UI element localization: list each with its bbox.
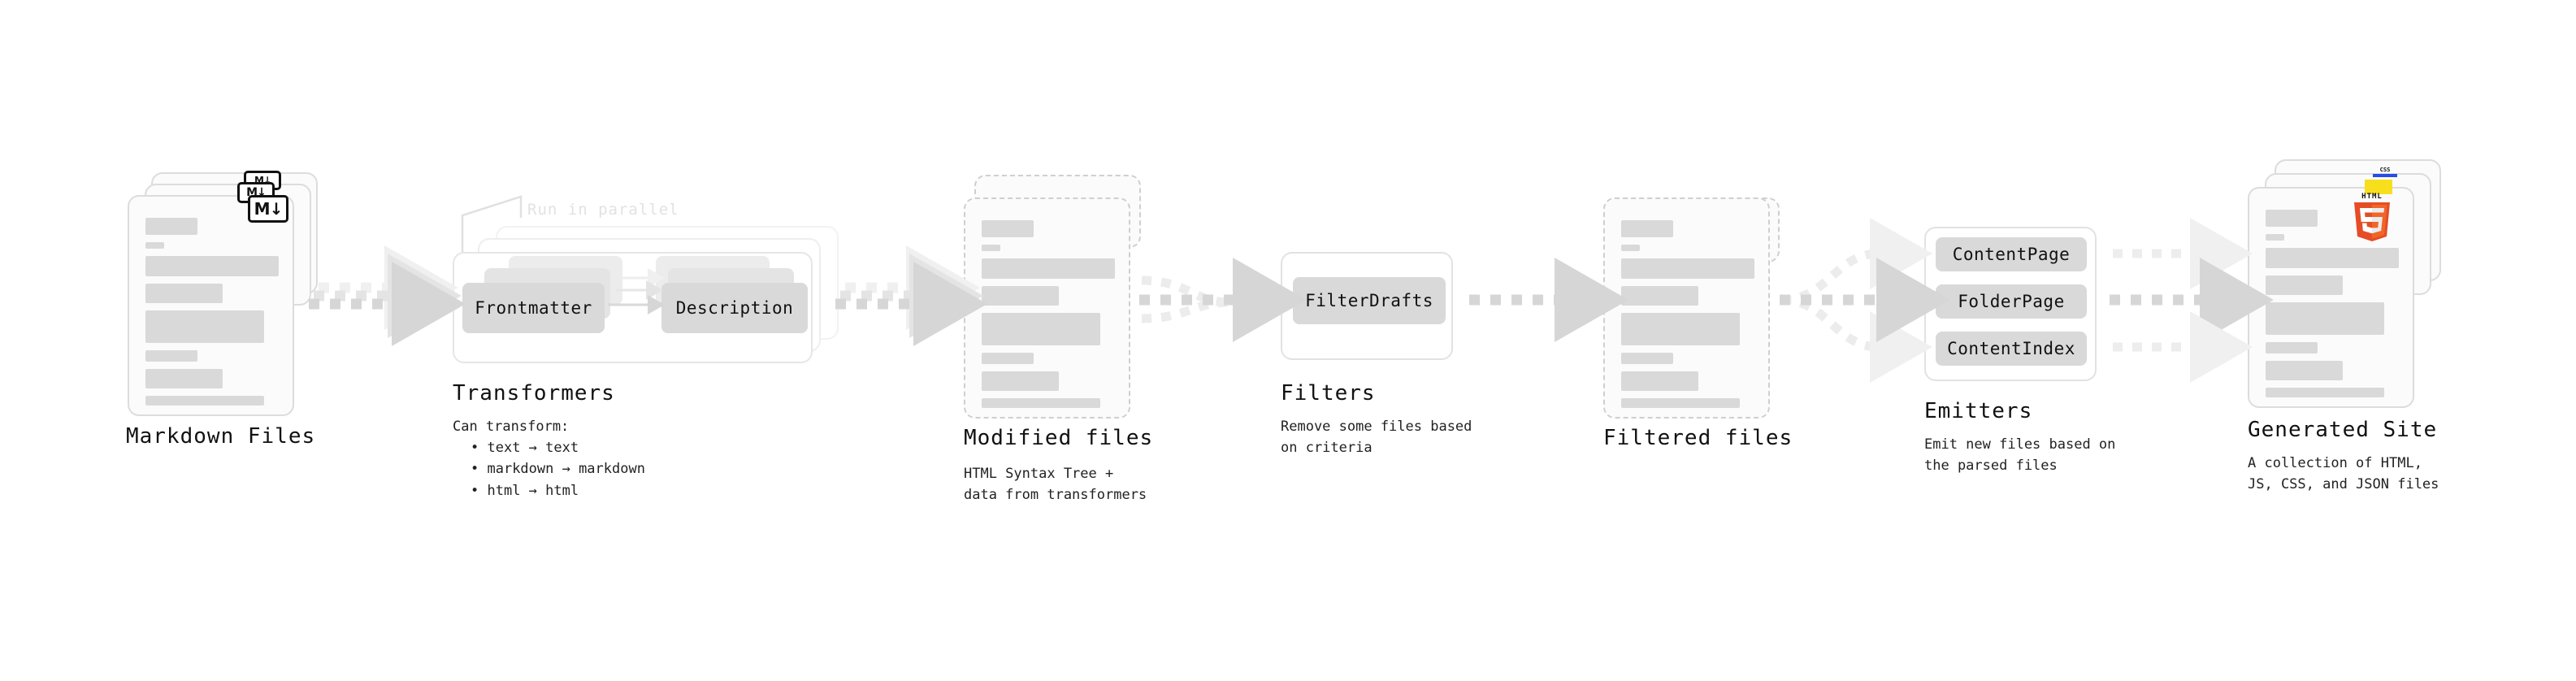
stage-heading-filters: Filters bbox=[1281, 381, 1376, 406]
stage-heading-markdown-files: Markdown Files bbox=[126, 424, 316, 449]
html5-badge-wordmark: HTML bbox=[2361, 193, 2383, 201]
transformer-chip-frontmatter[interactable]: Frontmatter bbox=[462, 283, 605, 333]
filtered-doc-bars bbox=[1621, 220, 1754, 415]
markdown-badge-arrow: ↓ bbox=[269, 199, 284, 219]
js-badge bbox=[2365, 180, 2392, 194]
stage-heading-filtered-files: Filtered files bbox=[1603, 426, 1793, 450]
filtered-file-card-front bbox=[1603, 197, 1770, 419]
emitters-chip-folderpage[interactable]: FolderPage bbox=[1936, 284, 2087, 319]
arrow-transformers-to-modified bbox=[835, 245, 987, 346]
stage-heading-generated-site: Generated Site bbox=[2248, 418, 2438, 442]
css-badge-text: CSS bbox=[2379, 167, 2391, 173]
generated-site-description: A collection of HTML, JS, CSS, and JSON … bbox=[2248, 455, 2439, 493]
filters-description: Remove some files based on criteria bbox=[1281, 419, 1472, 457]
transformer-chip-description[interactable]: Description bbox=[661, 283, 808, 333]
transformers-bullet-0: • text → text bbox=[471, 440, 579, 456]
html5-badge: HTML bbox=[2350, 193, 2394, 243]
css-badge: CSS bbox=[2373, 167, 2397, 177]
stage-heading-emitters: Emitters bbox=[1924, 399, 2033, 423]
arrow-filtered-to-emitters bbox=[1780, 218, 1950, 383]
generated-site-doc-bars bbox=[2266, 210, 2399, 405]
transformers-description: Can transform: bbox=[453, 419, 570, 435]
arrow-emitters-to-generated-site bbox=[2110, 218, 2274, 383]
modified-file-card-front bbox=[964, 197, 1130, 419]
markdown-file-card-front bbox=[128, 195, 294, 416]
transformers-bullet-list: • text → text • markdown → markdown • ht… bbox=[459, 437, 645, 501]
filters-chip-filterdrafts[interactable]: FilterDrafts bbox=[1293, 277, 1446, 324]
css-badge-underline bbox=[2373, 174, 2397, 177]
emitters-chip-contentindex[interactable]: ContentIndex bbox=[1936, 332, 2087, 366]
run-in-parallel-annotation: Run in parallel bbox=[527, 201, 679, 219]
markdown-badge-front: M↓ bbox=[248, 195, 288, 223]
arrow-modified-to-filters bbox=[1139, 258, 1307, 342]
modified-doc-bars bbox=[982, 220, 1115, 415]
html5-shield-icon bbox=[2354, 202, 2390, 241]
transformers-bullet-2: • html → html bbox=[471, 482, 579, 499]
stage-heading-modified-files: Modified files bbox=[964, 426, 1154, 450]
emitters-chip-contentpage[interactable]: ContentPage bbox=[1936, 237, 2087, 271]
modified-files-description: HTML Syntax Tree + data from transformer… bbox=[964, 466, 1147, 504]
emitters-description: Emit new files based on the parsed files bbox=[1924, 436, 2116, 475]
transformers-bullet-1: • markdown → markdown bbox=[471, 461, 645, 478]
markdown-badge-letter: M bbox=[254, 199, 271, 219]
stage-heading-transformers: Transformers bbox=[453, 381, 615, 406]
markdown-doc-bars bbox=[145, 218, 279, 413]
arrow-markdown-to-transformers bbox=[309, 245, 466, 346]
